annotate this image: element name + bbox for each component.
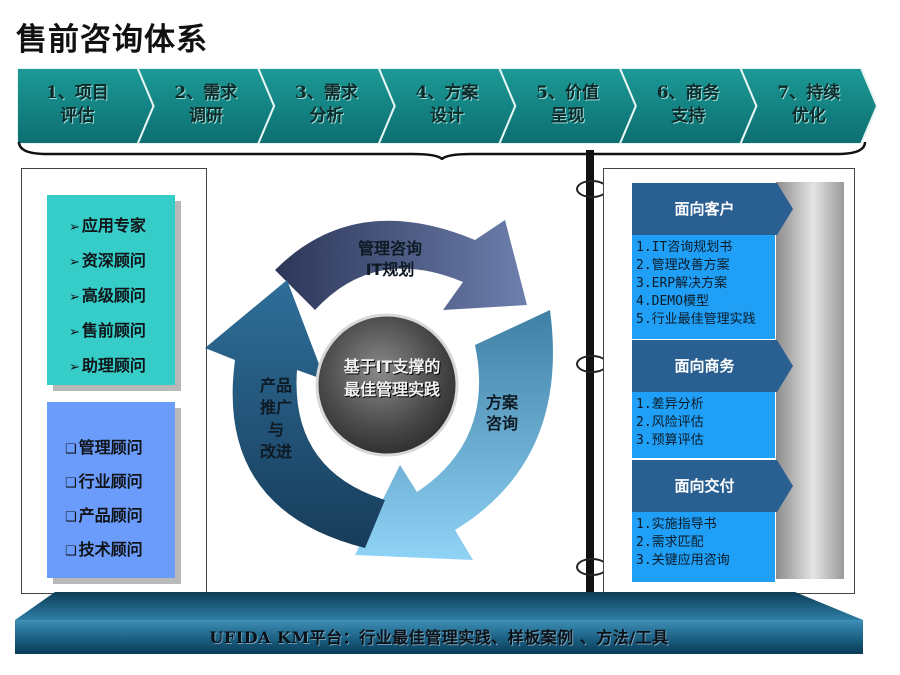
process-chevrons xyxy=(17,68,877,144)
list-item: 2.风险评估 xyxy=(636,415,704,430)
cycle-top-label: 管理咨询 IT规划 xyxy=(357,239,422,279)
list-item: 3.预算评估 xyxy=(636,433,704,448)
list-item: 3.关键应用咨询 xyxy=(636,553,730,568)
cycle-center-disc xyxy=(315,313,459,457)
section-list-business: 1.差异分析 2.风险评估 3.预算评估 xyxy=(632,392,775,458)
section-arrow-icon xyxy=(777,340,793,392)
list-item: 1.实施指导书 xyxy=(636,517,717,532)
role-item: ➢助理顾问 xyxy=(69,356,146,375)
process-step-chevron xyxy=(136,68,276,144)
role-item: ➢高级顾问 xyxy=(69,286,146,305)
list-item: 4.DEMO模型 xyxy=(636,294,709,309)
process-bar: 1、项目评估 2、需求调研 3、需求分析 4、方案设计 5、价值呈现 6、商务支持 7、持续… xyxy=(17,68,877,144)
square-bullet-icon: ❑ xyxy=(65,510,77,525)
square-bullet-icon: ❑ xyxy=(65,442,77,457)
section-arrow-icon xyxy=(777,183,793,235)
section-title-business: 面向商务 xyxy=(632,340,777,392)
list-item: 2.管理改善方案 xyxy=(636,258,730,273)
roles-primary-box: ➢应用专家 ➢资深顾问 ➢高级顾问 ➢售前顾问 ➢助理顾问 xyxy=(47,195,175,385)
process-step-label: 5、价值呈现 xyxy=(536,83,599,126)
list-item: 2.需求匹配 xyxy=(636,535,704,550)
process-step-chevron xyxy=(257,68,396,144)
section-list-customer: 1.IT咨询规划书 2.管理改善方案 3.ERP解决方案 4.DEMO模型 5.… xyxy=(632,235,775,339)
process-step-label: 1、项目评估 xyxy=(45,83,109,126)
arrow-bullet-icon: ➢ xyxy=(69,325,80,340)
arrow-bullet-icon: ➢ xyxy=(69,255,80,270)
arrow-bullet-icon: ➢ xyxy=(69,290,80,305)
process-step-label: 2、需求调研 xyxy=(174,83,238,126)
process-brace xyxy=(17,141,867,160)
process-step-label: 6、商务支持 xyxy=(656,83,720,126)
roles-secondary-box: ❑管理顾问 ❑行业顾问 ❑产品顾问 ❑技术顾问 xyxy=(47,402,175,578)
role-item: ❑管理顾问 xyxy=(65,438,143,457)
list-item: 1.IT咨询规划书 xyxy=(636,240,733,255)
role-item: ➢资深顾问 xyxy=(69,251,146,270)
cycle-center-label: 基于IT支撑的 最佳管理实践 xyxy=(343,357,441,399)
cycle-arrow-right xyxy=(355,310,553,560)
cycle-arrow-left xyxy=(205,280,385,548)
platform-label: UFIDA KM平台：行业最佳管理实践、样板案例 、方法/工具 xyxy=(209,628,669,647)
page-title: 售前咨询体系 xyxy=(16,22,208,58)
process-step-chevron xyxy=(618,68,758,144)
section-list-delivery: 1.实施指导书 2.需求匹配 3.关键应用咨询 xyxy=(632,512,775,582)
section-title-customer: 面向客户 xyxy=(632,183,777,235)
process-step-chevron xyxy=(17,68,155,144)
role-item: ➢应用专家 xyxy=(69,216,146,235)
section-title-delivery: 面向交付 xyxy=(632,460,777,512)
process-step-label: 4、方案设计 xyxy=(415,83,479,126)
section-arrow-icon xyxy=(777,460,793,512)
arrow-bullet-icon: ➢ xyxy=(69,360,80,375)
process-step-label: 7、持续优化 xyxy=(777,83,841,126)
platform-base xyxy=(15,592,863,654)
role-item: ❑产品顾问 xyxy=(65,506,143,525)
role-item: ❑技术顾问 xyxy=(65,540,143,559)
role-item: ❑行业顾问 xyxy=(65,472,143,491)
process-step-label: 3、需求分析 xyxy=(295,83,358,126)
cycle-arrow-top xyxy=(275,220,527,310)
role-item: ➢售前顾问 xyxy=(69,321,146,340)
list-item: 3.ERP解决方案 xyxy=(636,276,728,291)
process-step-chevron xyxy=(377,68,517,144)
consultant-roles-panel: ➢应用专家 ➢资深顾问 ➢高级顾问 ➢售前顾问 ➢助理顾问 ❑管理顾问 ❑行业顾… xyxy=(21,168,207,594)
arrow-bullet-icon: ➢ xyxy=(69,220,80,235)
process-step-chevron xyxy=(498,68,637,144)
cycle-left-label: 产品 推广 与 改进 xyxy=(259,376,292,461)
cycle-right-label: 方案 咨询 xyxy=(485,393,518,433)
process-step-chevron xyxy=(739,68,877,144)
cycle-diagram xyxy=(205,220,553,560)
list-item: 1.差异分析 xyxy=(636,397,704,412)
square-bullet-icon: ❑ xyxy=(65,544,77,559)
square-bullet-icon: ❑ xyxy=(65,476,77,491)
list-item: 5.行业最佳管理实践 xyxy=(636,312,756,327)
